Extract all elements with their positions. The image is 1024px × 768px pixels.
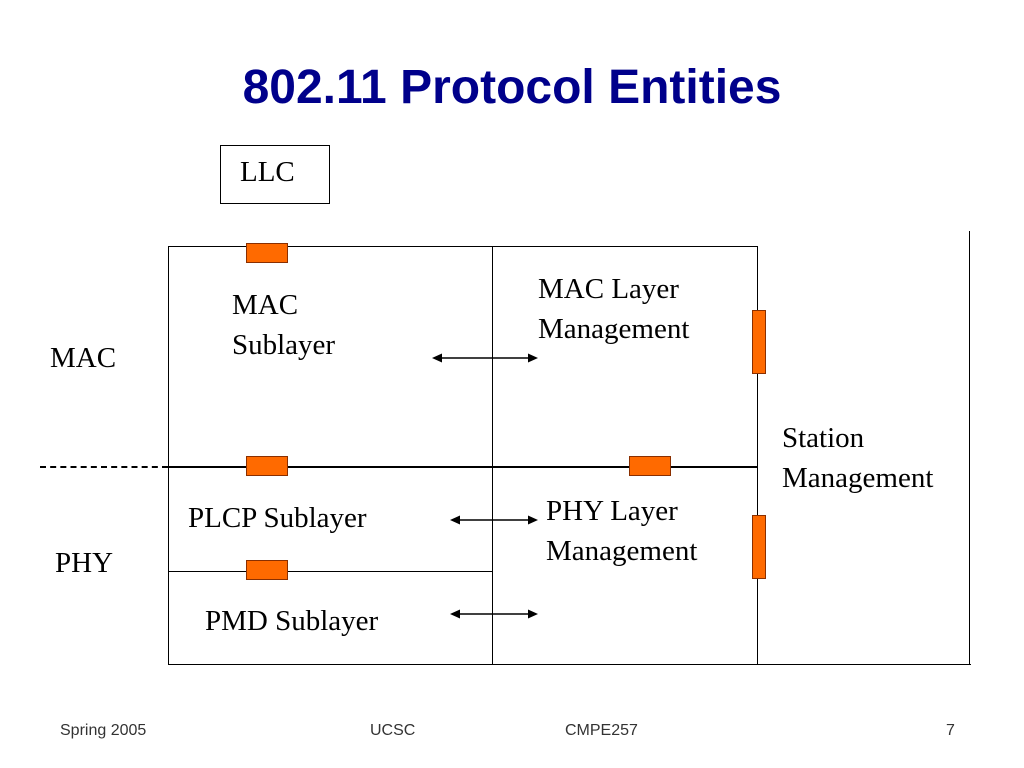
slide-title: 802.11 Protocol Entities bbox=[242, 61, 782, 114]
grid-left-border bbox=[168, 246, 169, 665]
grid-center-divider bbox=[492, 246, 493, 665]
footer-institution: UCSC bbox=[370, 722, 416, 739]
phy-layer-label: PHY bbox=[55, 547, 114, 579]
station-mgmt-label-line1: Station bbox=[782, 422, 865, 454]
llc-box bbox=[220, 145, 330, 204]
phy-layer-mgmt-label-line2: Management bbox=[546, 535, 698, 567]
plcp-sublayer-label: PLCP Sublayer bbox=[188, 502, 367, 534]
mac-phy-boundary bbox=[168, 466, 758, 468]
grid-bottom-border bbox=[168, 664, 971, 665]
footer-page-number: 7 bbox=[946, 722, 955, 739]
phy-layer-mgmt-label-line1: PHY Layer bbox=[546, 495, 678, 527]
mac-phy-sap bbox=[246, 456, 288, 476]
mac-mgmt-double-arrow bbox=[432, 353, 538, 363]
plcp-pmd-sap bbox=[246, 560, 288, 580]
grid-top-border bbox=[168, 246, 758, 247]
pmd-sublayer-label: PMD Sublayer bbox=[205, 605, 379, 637]
pmd-mgmt-double-arrow bbox=[450, 609, 538, 619]
layer-separator-dashed bbox=[40, 466, 168, 468]
mac-sublayer-label-line2: Sublayer bbox=[232, 329, 336, 361]
llc-label: LLC bbox=[240, 156, 295, 188]
station-mgmt-right-border bbox=[969, 231, 970, 665]
station-mgmt-label-line2: Management bbox=[782, 462, 934, 494]
plcp-mgmt-double-arrow bbox=[450, 515, 538, 525]
footer-course: CMPE257 bbox=[565, 722, 638, 739]
plcp-pmd-divider bbox=[168, 571, 493, 572]
phy-mgmt-station-sap bbox=[752, 515, 766, 579]
footer-date: Spring 2005 bbox=[60, 722, 147, 739]
mac-mgmt-phy-mgmt-sap bbox=[629, 456, 671, 476]
llc-mac-sap bbox=[246, 243, 288, 263]
mac-layer-mgmt-label-line2: Management bbox=[538, 313, 690, 345]
grid-right-border bbox=[757, 246, 758, 665]
mac-layer-mgmt-label-line1: MAC Layer bbox=[538, 273, 679, 305]
mac-layer-label: MAC bbox=[50, 342, 117, 374]
mac-mgmt-station-sap bbox=[752, 310, 766, 374]
mac-sublayer-label-line1: MAC bbox=[232, 289, 299, 321]
